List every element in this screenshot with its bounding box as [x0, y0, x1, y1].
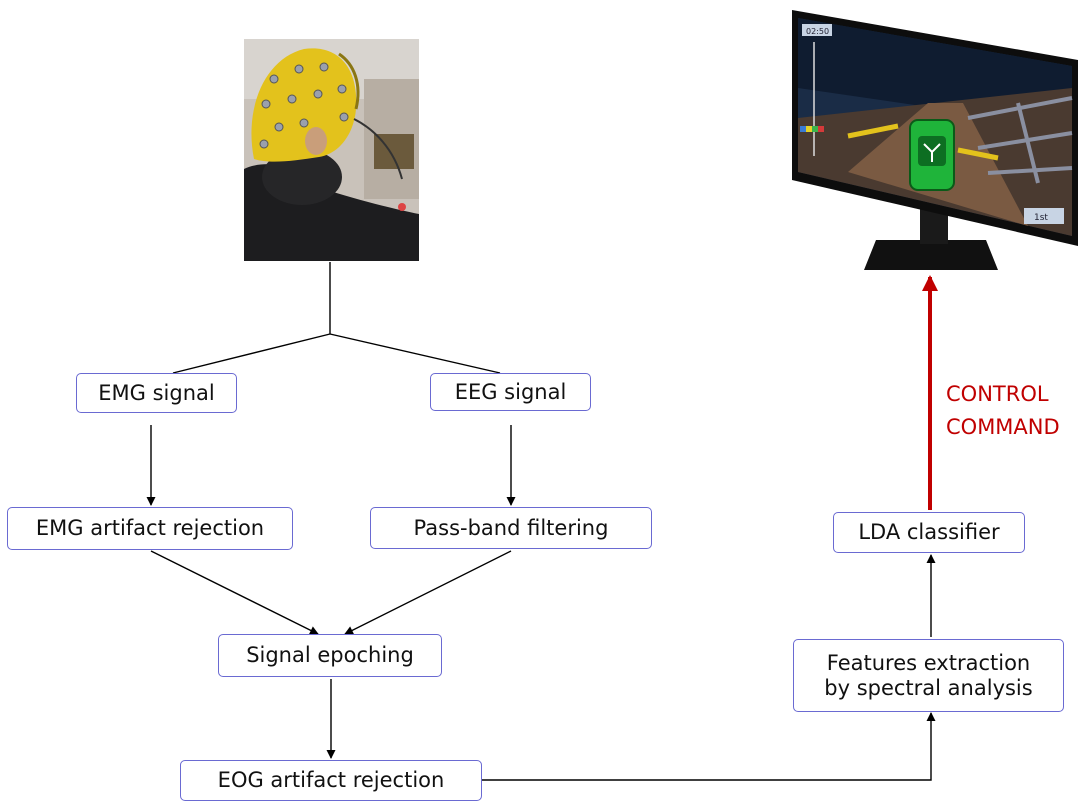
participant-photo [244, 39, 419, 261]
pass-band-filtering-box: Pass-band filtering [370, 507, 652, 549]
features-extraction-line1: Features extraction [826, 650, 1031, 675]
emg-artifact-rejection-box: EMG artifact rejection [7, 507, 293, 550]
emg-signal-label: EMG signal [98, 380, 215, 405]
control-command-label: CONTROL COMMAND [946, 378, 1060, 444]
eeg-signal-label: EEG signal [454, 379, 567, 404]
eog-artifact-rejection-box: EOG artifact rejection [180, 760, 482, 801]
split-right-line [329, 333, 501, 374]
control-command-line1: CONTROL [946, 382, 1049, 406]
signal-epoching-label: Signal epoching [246, 643, 414, 668]
game-position-text: 1st [1034, 213, 1048, 223]
signal-epoching-box: Signal epoching [218, 634, 442, 677]
arrow-passband-to-epoching [344, 550, 512, 635]
eog-artifact-rejection-label: EOG artifact rejection [217, 768, 445, 793]
features-extraction-box: Features extraction by spectral analysis [793, 639, 1064, 712]
lda-classifier-label: LDA classifier [858, 520, 1000, 545]
game-timer-text: 02:50 [806, 27, 829, 36]
arrow-eog-to-features [482, 712, 936, 781]
arrow-artifact-to-epoching [150, 550, 319, 635]
features-extraction-line2: by spectral analysis [824, 675, 1033, 700]
emg-artifact-rejection-label: EMG artifact rejection [35, 516, 265, 541]
pass-band-filtering-label: Pass-band filtering [413, 515, 609, 540]
emg-signal-box: EMG signal [76, 373, 237, 413]
lda-classifier-box: LDA classifier [833, 512, 1025, 553]
eeg-signal-box: EEG signal [430, 373, 591, 411]
game-monitor: 02:50 1st [792, 10, 1078, 270]
split-left-line [172, 333, 331, 374]
control-command-line2: COMMAND [946, 415, 1060, 439]
